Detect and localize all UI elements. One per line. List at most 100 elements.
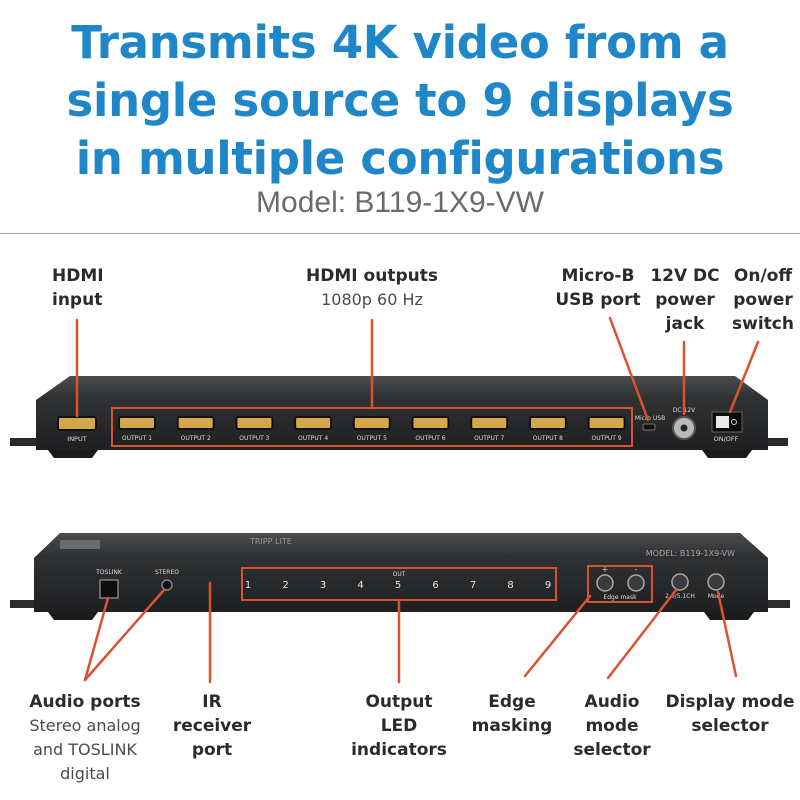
micro-usb-print: Micro USB xyxy=(635,415,665,422)
led-indicator-1: 1 xyxy=(245,580,251,591)
callout-hdmi-input-line-1: HDMI xyxy=(52,266,104,286)
hdmi-output-port-label-1: OUTPUT 1 xyxy=(122,435,152,442)
brand-print: TRIPP LITE xyxy=(249,537,292,546)
callout-display-mode-line-2: selector xyxy=(691,716,769,736)
led-indicator-6: 6 xyxy=(432,580,438,591)
callout-line-display-mode xyxy=(716,590,738,678)
callout-audio-ports-line-3: and TOSLINK xyxy=(33,740,137,759)
callout-audio-ports-line-2: Stereo analog xyxy=(29,716,141,735)
hdmi-output-port-1 xyxy=(118,416,156,430)
callout-ir-line-1: IR xyxy=(202,692,222,712)
hdmi-output-port-label-8: OUTPUT 8 xyxy=(533,435,563,442)
toslink-port xyxy=(99,579,119,599)
callout-line-switch xyxy=(728,340,760,414)
callout-ir-line-2: receiver xyxy=(172,716,252,736)
rubber-foot xyxy=(48,450,98,458)
callout-line-usb xyxy=(608,316,650,422)
top-device-front-panel xyxy=(36,400,768,450)
switch-print: ON/OFF xyxy=(714,435,739,443)
headline-line-1: Transmits 4K video from a xyxy=(71,16,729,69)
svg-text:-: - xyxy=(635,565,638,574)
headline-line-2: single source to 9 displays xyxy=(66,74,734,127)
callout-audio-mode-line-1: Audio xyxy=(584,692,640,712)
callout-dc-line-3: jack xyxy=(665,314,705,334)
micro-usb-port xyxy=(642,423,656,431)
led-indicator-4: 4 xyxy=(357,580,363,591)
callout-edge-line-1: Edge xyxy=(488,692,536,712)
led-indicator-7: 7 xyxy=(470,580,476,591)
audio-mode-button xyxy=(671,573,689,591)
hdmi-output-port-label-5: OUTPUT 5 xyxy=(357,435,387,442)
callout-audio-mode-line-2: mode xyxy=(585,716,639,736)
display-mode-button xyxy=(707,573,725,591)
input-port-label: INPUT xyxy=(67,435,86,443)
rubber-foot xyxy=(702,450,752,458)
rubber-foot xyxy=(48,612,98,620)
hdmi-output-port-label-7: OUTPUT 7 xyxy=(474,435,504,442)
callout-audio-ports-title: Audio ports xyxy=(29,692,141,712)
led-indicator-2: 2 xyxy=(282,580,288,591)
callout-switch-line-2: power xyxy=(733,290,793,310)
callout-hdmi-input-line-2: input xyxy=(52,290,103,310)
callout-audio-ports-line-4: digital xyxy=(60,764,110,783)
hdmi-output-port-4 xyxy=(294,416,333,430)
led-indicator-5: 5 xyxy=(395,580,401,591)
model-print: MODEL: B119-1X9-VW xyxy=(646,549,735,558)
callout-dc-line-1: 12V DC xyxy=(650,266,720,286)
top-device-top-surface xyxy=(36,376,768,400)
hdmi-output-port-8 xyxy=(528,416,567,430)
edge-mask-plus-button xyxy=(596,574,614,592)
edge-mask-minus-button xyxy=(627,574,645,592)
stereo-jack xyxy=(161,579,173,591)
edge-mask-box xyxy=(587,565,653,603)
model-number: Model: B119-1X9-VW xyxy=(256,186,544,219)
stereo-print: STEREO xyxy=(155,569,179,576)
rubber-foot xyxy=(704,612,754,620)
hdmi-output-port-label-3: OUTPUT 3 xyxy=(239,435,269,442)
callout-switch-line-3: switch xyxy=(732,314,794,334)
callout-dc-line-2: power xyxy=(655,290,715,310)
bottom-device-front-panel xyxy=(34,558,768,612)
hdmi-logo-print xyxy=(60,540,100,549)
hdmi-output-port-label-9: OUTPUT 9 xyxy=(592,435,622,442)
callout-hdmi-outputs-title: HDMI outputs xyxy=(306,266,438,286)
hdmi-output-ports: OUTPUT 1 OUTPUT 2 OUTPUT 3 OUTPUT 4 OUTPUT 5… xyxy=(118,416,626,442)
hdmi-output-port-3 xyxy=(235,416,274,430)
hdmi-output-port-6 xyxy=(411,416,450,430)
callout-led-line-2: LED xyxy=(380,716,418,736)
callout-line-edge xyxy=(523,594,592,678)
display-mode-print: Mode xyxy=(708,593,725,600)
hdmi-output-port-9 xyxy=(587,416,626,430)
callout-switch-line-1: On/off xyxy=(733,266,793,286)
hdmi-output-port-7 xyxy=(470,416,509,430)
callout-display-mode-line-1: Display mode xyxy=(665,692,795,712)
callout-line-toslink xyxy=(83,596,110,682)
callout-line-stereo xyxy=(83,588,166,682)
hdmi-output-port-label-4: OUTPUT 4 xyxy=(298,435,328,442)
audio-mode-print: 2.0/5.1CH xyxy=(665,593,695,600)
toslink-print: TOSLINK xyxy=(95,569,123,576)
out-print: OUT xyxy=(393,571,406,578)
callout-lines xyxy=(75,316,760,684)
hdmi-input-port xyxy=(57,416,97,431)
callout-audio-mode-line-3: selector xyxy=(573,740,651,760)
callout-hdmi-outputs-subtitle: 1080p 60 Hz xyxy=(321,290,423,309)
headline-line-3: in multiple configurations xyxy=(75,132,725,185)
callout-led-line-3: indicators xyxy=(351,740,447,760)
callout-edge-line-2: masking xyxy=(471,716,553,736)
led-indicator-9: 9 xyxy=(545,580,551,591)
svg-text:+: + xyxy=(602,565,609,574)
callout-usb-line-1: Micro-B xyxy=(561,266,635,286)
led-indicator-3: 3 xyxy=(320,580,326,591)
callout-led-line-1: Output xyxy=(365,692,433,712)
callout-usb-line-2: USB port xyxy=(555,290,641,310)
bottom-device: TRIPP LITE MODEL: B119-1X9-VW TOSLINK ST… xyxy=(10,533,790,620)
hdmi-output-port-5 xyxy=(352,416,391,430)
hdmi-output-port-label-2: OUTPUT 2 xyxy=(181,435,211,442)
hdmi-output-port-2 xyxy=(176,416,215,430)
divider xyxy=(0,233,800,234)
hdmi-output-port-label-6: OUTPUT 6 xyxy=(415,435,445,442)
